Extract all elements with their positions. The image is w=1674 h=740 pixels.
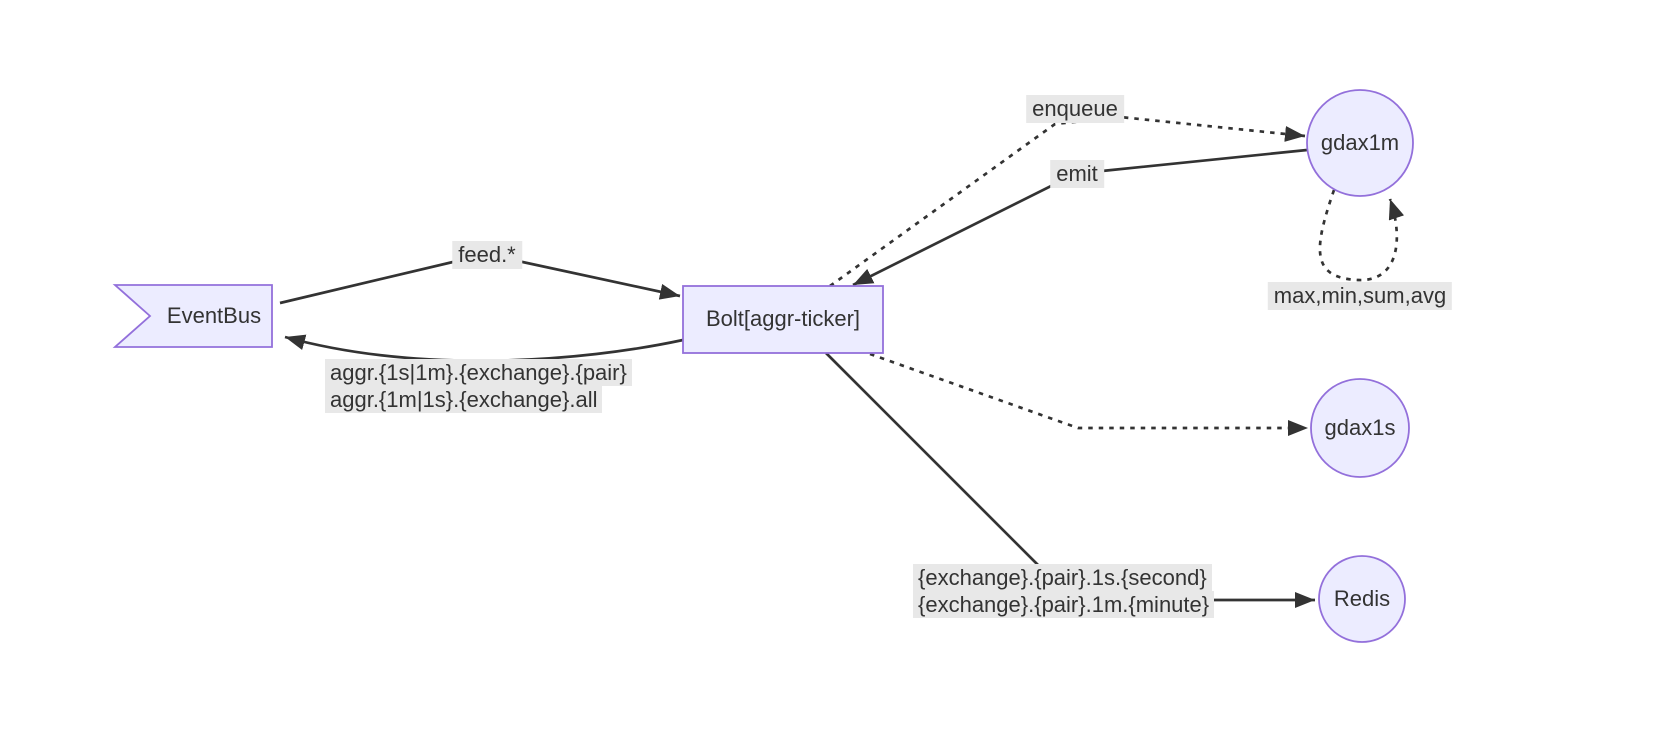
- edge-label-aggr: aggr.{1s|1m}.{exchange}.{pair} aggr.{1m|…: [325, 359, 632, 413]
- redis-node-shape: [1318, 555, 1406, 643]
- gdax1m-node-label: gdax1m: [1320, 130, 1400, 155]
- edge-label-emit: emit: [1050, 160, 1104, 188]
- edge-bolt-to-gdax1s: [869, 352, 1308, 436]
- node-layer: [112, 89, 1414, 643]
- edge-gdax1m-self-loop: [1318, 189, 1405, 282]
- bolt-node-label: Bolt[aggr-ticker]: [705, 306, 861, 331]
- redis-node-label: Redis: [1333, 586, 1391, 611]
- gdax1m-node-shape: [1306, 89, 1414, 197]
- gdax1s-node-label: gdax1s: [1324, 415, 1396, 440]
- eventbus-node-shape: [112, 284, 273, 348]
- edge-bolt-to-gdax1m: [829, 115, 1306, 288]
- edge-bolt-to-eventbus: [284, 334, 684, 363]
- edge-label-redis-keys-line-2: {exchange}.{pair}.1m.{minute}: [913, 591, 1215, 618]
- edge-label-redis-keys: {exchange}.{pair}.1s.{second} {exchange}…: [913, 564, 1215, 618]
- gdax1s-node-shape: [1310, 378, 1410, 478]
- eventbus-node-label: EventBus: [166, 303, 262, 328]
- edge-label-aggregations: max,min,sum,avg: [1267, 282, 1453, 310]
- edge-label-aggr-line-1: aggr.{1s|1m}.{exchange}.{pair}: [325, 359, 632, 386]
- bolt-node-shape: [682, 285, 884, 354]
- edge-label-aggr-line-2: aggr.{1m|1s}.{exchange}.all: [325, 386, 603, 413]
- edge-label-feed: feed.*: [452, 241, 522, 269]
- edge-label-redis-keys-line-1: {exchange}.{pair}.1s.{second}: [913, 564, 1212, 591]
- edge-bolt-to-redis: [825, 352, 1315, 608]
- edge-label-enqueue: enqueue: [1026, 95, 1124, 123]
